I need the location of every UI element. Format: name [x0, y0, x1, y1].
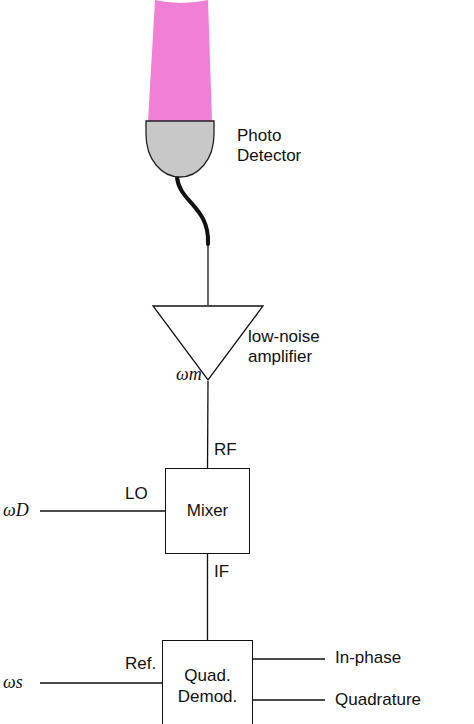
output-name: In-phase [335, 648, 401, 668]
lo-wire [40, 510, 165, 511]
node-label: Photo Detector [237, 126, 327, 167]
output-name: Quadrature [335, 690, 421, 710]
detector-shape [145, 120, 215, 178]
demodulator-box: Quad. Demod. [162, 640, 253, 724]
amplifier-shape [152, 305, 264, 381]
photo-detector: Photo Detector [145, 120, 215, 178]
port-name: RF [214, 440, 237, 460]
node-label: low-noise amplifier [248, 327, 348, 368]
detector-cable [177, 177, 208, 244]
port-name: LO [125, 484, 148, 504]
node-label: Quad. Demod. [163, 665, 252, 708]
port-name: IF [214, 562, 229, 582]
connector [177, 177, 208, 305]
node-label: Mixer [181, 500, 235, 521]
signal-wire [207, 244, 208, 305]
light-beam [148, 0, 212, 121]
in-phase-wire [250, 658, 325, 659]
detector-dome [146, 121, 214, 177]
mixer-box: Mixer [165, 468, 250, 554]
quadrature-wire [250, 699, 325, 700]
connector [207, 554, 208, 640]
ref-wire [40, 682, 165, 683]
signal-wire [207, 381, 209, 468]
signal-frequency: ωs [3, 672, 23, 694]
port-name: Ref. [125, 654, 156, 674]
connector [207, 381, 209, 468]
amplifier-triangle-outline [153, 306, 263, 380]
signal-wire [207, 554, 208, 640]
signal-frequency: ωm [176, 364, 202, 386]
signal-frequency: ωD [3, 500, 29, 522]
amplifier-triangle: low-noise amplifier [152, 305, 264, 381]
